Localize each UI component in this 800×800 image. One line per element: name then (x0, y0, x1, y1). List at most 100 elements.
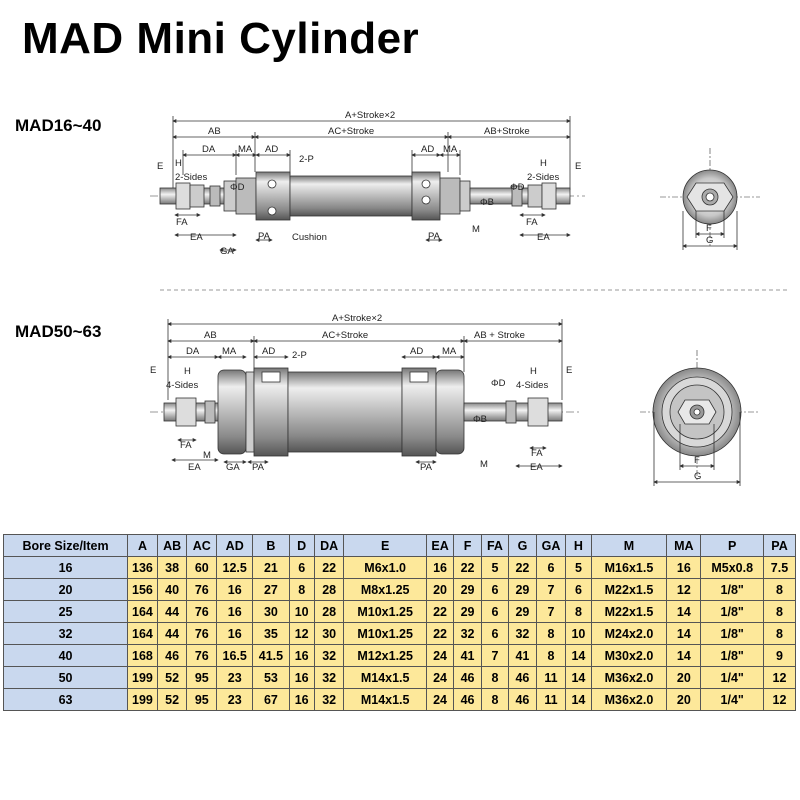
table-cell: 32 (508, 622, 537, 645)
table-cell: 1/8" (700, 622, 764, 645)
table-cell: 7.5 (763, 556, 796, 579)
row-header-cell: 32 (2, 622, 129, 645)
dim2-d: ΦD (491, 378, 506, 389)
dim-total: A+Stroke×2 (345, 110, 395, 121)
table-cell: 22 (508, 556, 537, 579)
table-cell: 16 (288, 666, 315, 689)
dim-ad: AD (265, 144, 278, 155)
table-cell: 8 (288, 578, 315, 601)
dim-fa: FA (176, 217, 188, 228)
dim-m: M (472, 224, 480, 235)
table-cell: 29 (508, 600, 537, 623)
table-cell: M10x1.25 (343, 600, 427, 623)
table-cell: 14 (565, 666, 592, 689)
table-cell: 76 (186, 622, 218, 645)
table-cell: 16 (666, 556, 702, 579)
column-header: EA (425, 534, 455, 557)
table-cell: M14x1.5 (343, 666, 427, 689)
table-cell: 41 (508, 644, 537, 667)
dim2-port: 2-P (292, 350, 307, 361)
table-cell: 41 (453, 644, 482, 667)
table-cell: 40 (156, 578, 188, 601)
section-label-mad50-63: MAD50~63 (15, 322, 102, 341)
table-cell: M6x1.0 (343, 556, 427, 579)
table-cell: 199 (127, 688, 158, 711)
table-cell: M30x2.0 (590, 644, 668, 667)
table-cell: M8x1.25 (343, 578, 427, 601)
row-header-cell: 40 (2, 644, 129, 667)
table-cell: 8 (480, 666, 510, 689)
table-cell: 12.5 (216, 556, 254, 579)
drawing-2-labels: A+Stroke×2 AB AC+Stroke AB + Stroke DA M… (150, 313, 701, 482)
table-cell: 9 (763, 644, 796, 667)
dim-e-right: E (575, 161, 581, 172)
column-header: A (127, 534, 158, 557)
table-cell: 6 (565, 578, 592, 601)
column-header: P (700, 534, 764, 557)
table-cell: 23 (216, 666, 254, 689)
table-cell: 7 (535, 600, 567, 623)
dim-f: F (706, 223, 712, 234)
table-cell: M36x2.0 (590, 666, 668, 689)
table-cell: M5x0.8 (700, 556, 764, 579)
table-cell: 44 (156, 622, 188, 645)
table-cell: 199 (127, 666, 158, 689)
table-cell: 164 (127, 622, 158, 645)
dim2-m: M (203, 450, 211, 461)
table-cell: 46 (156, 644, 188, 667)
table-cell: 38 (156, 556, 188, 579)
dim-pa: PA (258, 231, 271, 242)
table-cell: 1/4" (700, 666, 764, 689)
table-cell: 27 (252, 578, 290, 601)
table-cell: 29 (453, 600, 482, 623)
dim2-fa: FA (180, 440, 192, 451)
table-cell: 22 (453, 556, 482, 579)
table-cell: M24x2.0 (590, 622, 668, 645)
table-cell: 32 (313, 688, 345, 711)
column-header: M (590, 534, 668, 557)
table-cell: M10x1.25 (343, 622, 427, 645)
table-cell: 5 (480, 556, 510, 579)
table-cell: 16 (288, 688, 315, 711)
table-cell: 16 (216, 600, 254, 623)
table-cell: 52 (156, 666, 188, 689)
table-cell: 41.5 (252, 644, 290, 667)
table-cell: M16x1.5 (590, 556, 668, 579)
dim-da: DA (202, 144, 216, 155)
dim2-sides-right: 4-Sides (516, 380, 548, 391)
table-cell: 1/4" (700, 688, 764, 711)
dim-sides-right: 2-Sides (527, 172, 559, 183)
column-header: FA (480, 534, 510, 557)
table-cell: 14 (565, 644, 592, 667)
column-header: E (343, 534, 427, 557)
table-cell: 6 (535, 556, 567, 579)
table-cell: 20 (666, 666, 702, 689)
column-header: F (453, 534, 482, 557)
drawing-mad16-40 (150, 116, 760, 252)
dim-h-right: H (540, 158, 547, 169)
table-cell: 168 (127, 644, 158, 667)
table-cell: 1/8" (700, 578, 764, 601)
table-cell: 52 (156, 688, 188, 711)
table-cell: 6 (288, 556, 315, 579)
table-cell: 14 (666, 600, 702, 623)
dim2-ac: AC+Stroke (322, 330, 368, 341)
dim2-b: ΦB (473, 414, 487, 425)
column-header: GA (535, 534, 567, 557)
table-cell: 24 (425, 644, 455, 667)
dim2-g: G (694, 471, 701, 482)
dim-ea-right: EA (537, 232, 550, 243)
dim2-f: F (694, 455, 700, 466)
column-header: D (288, 534, 315, 557)
table-cell: 136 (127, 556, 158, 579)
table-cell: 8 (535, 644, 567, 667)
table-cell: 21 (252, 556, 290, 579)
dim2-h: H (184, 366, 191, 377)
table-cell: 7 (535, 578, 567, 601)
dim-pa-right: PA (428, 231, 441, 242)
table-cell: 5 (565, 556, 592, 579)
